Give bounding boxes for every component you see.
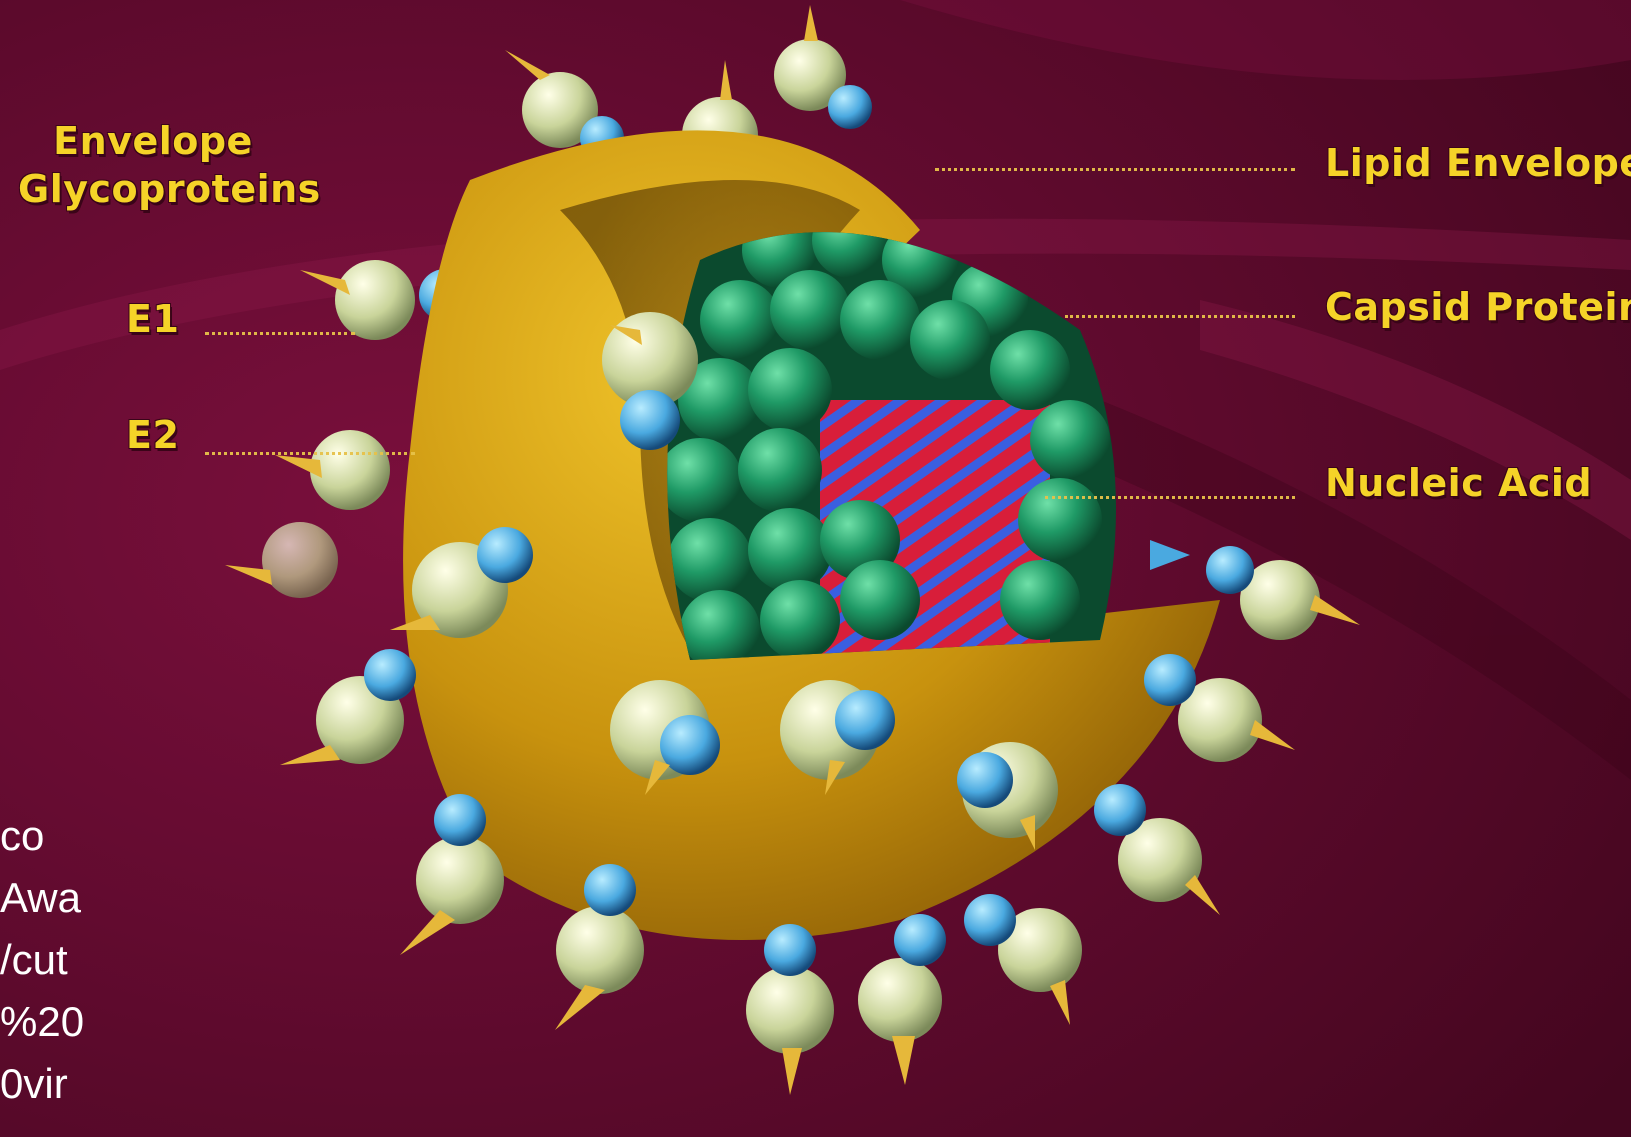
overlay-line-1: co — [0, 805, 84, 867]
label-e2: E2 — [126, 412, 179, 460]
leader-e2 — [205, 452, 415, 455]
label-envelope-glycoproteins-line2: Glycoproteins — [18, 166, 288, 214]
leader-e1 — [205, 332, 355, 335]
label-capsid-protein: Capsid Protein — [1325, 284, 1631, 332]
overlay-line-3: /cut — [0, 929, 84, 991]
label-e1: E1 — [126, 296, 179, 344]
truncated-overlay-text: co Awa /cut %20 0vir — [0, 805, 84, 1115]
leader-lipid-envelope — [935, 168, 1295, 171]
leader-capsid-protein — [1065, 315, 1295, 318]
label-envelope-glycoproteins: Envelope Glycoproteins — [18, 118, 288, 213]
overlay-line-2: Awa — [0, 867, 84, 929]
overlay-line-5: 0vir — [0, 1053, 84, 1115]
label-lipid-envelope: Lipid Envelope — [1325, 140, 1631, 188]
label-envelope-glycoproteins-line1: Envelope — [18, 118, 288, 166]
overlay-line-4: %20 — [0, 991, 84, 1053]
leader-nucleic-acid — [1045, 496, 1295, 499]
label-nucleic-acid: Nucleic Acid — [1325, 460, 1592, 508]
